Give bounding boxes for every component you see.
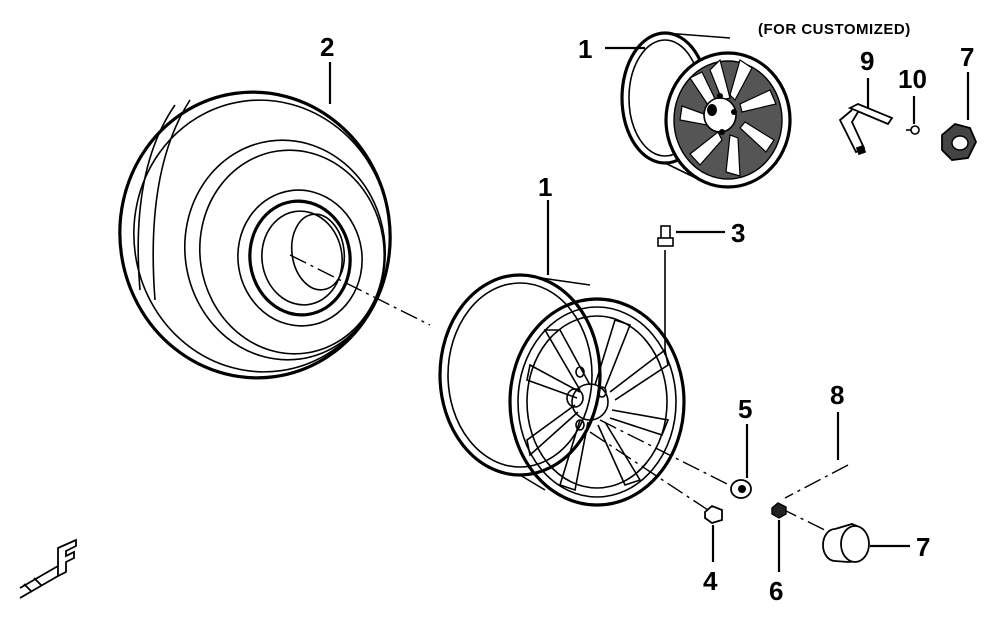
washer	[730, 479, 752, 499]
pin-line	[784, 464, 849, 499]
hub-line-lug	[589, 431, 709, 511]
callout-washer: 5	[738, 394, 752, 424]
callout-nut: 6	[769, 576, 783, 606]
callout-cap-custom: 7	[960, 42, 974, 72]
customized-note: (FOR CUSTOMIZED)	[758, 21, 911, 38]
callout-pin: 8	[830, 380, 844, 410]
hub-line-washer	[599, 419, 736, 489]
callout-cap-main: 7	[916, 532, 930, 562]
callout-clip: 9	[860, 46, 874, 76]
retaining-clip	[838, 103, 894, 156]
small-screw	[906, 125, 920, 135]
callout-valve: 3	[731, 218, 745, 248]
custom-hub-cap	[941, 123, 977, 161]
main-rim	[438, 273, 686, 507]
callout-lug-nut: 4	[703, 566, 718, 596]
front-marker-label: F	[62, 565, 63, 567]
callout-tire: 2	[320, 32, 334, 62]
lug-nut	[704, 504, 723, 524]
axle-centerline	[289, 254, 431, 326]
callout-screw: 10	[898, 64, 927, 94]
front-direction-marker: F	[19, 538, 77, 599]
callout-rim-main: 1	[538, 172, 552, 202]
tire	[118, 90, 392, 380]
custom-rim	[620, 31, 792, 189]
valve-stem	[657, 225, 674, 247]
hub-line-cap	[779, 507, 836, 536]
hub-cap	[822, 523, 870, 563]
leader-lines	[328, 46, 970, 572]
hex-nut	[771, 502, 787, 519]
callout-rim-custom: 1	[578, 34, 592, 64]
